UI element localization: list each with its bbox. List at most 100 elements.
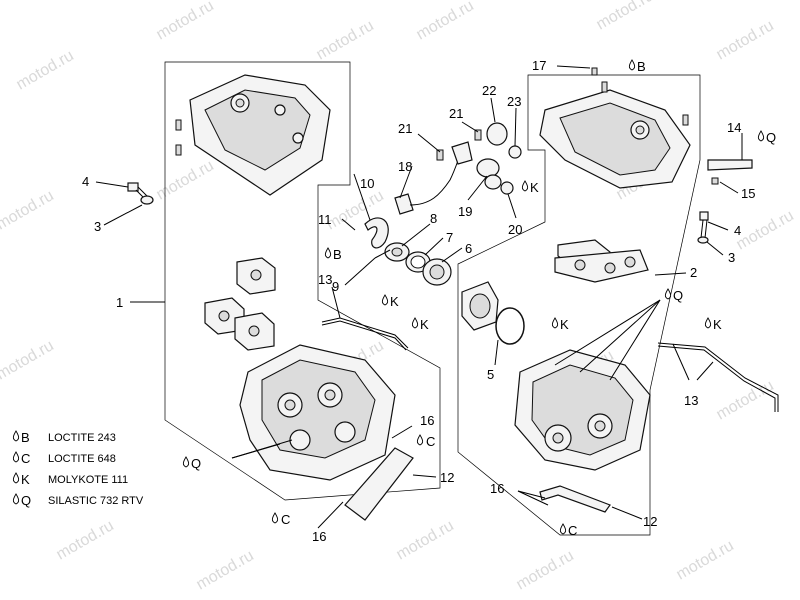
watermark: motod.ru	[154, 0, 217, 43]
marker-K-pipe-right: K	[704, 317, 722, 332]
marker-K-pin-9: K	[381, 294, 399, 309]
spacer-15	[711, 177, 719, 185]
callout: 5	[487, 367, 494, 382]
marker-K-seal-19: K	[521, 180, 539, 195]
svg-text:C: C	[568, 523, 577, 538]
callout-numbers: 4 3 1 10 18 21 21 22 23 19 20 11 8 7 6 1…	[82, 58, 755, 544]
svg-text:B: B	[21, 430, 30, 445]
svg-text:Q: Q	[673, 288, 683, 303]
marker-B-cover-17: B	[628, 59, 646, 74]
legend-item-C: C LOCTITE 648	[12, 451, 116, 466]
svg-text:K: K	[560, 317, 569, 332]
o-ring-inner	[410, 255, 426, 269]
cylinder-head-left	[239, 344, 396, 481]
bracket-14	[707, 159, 753, 171]
watermark: motod.ru	[714, 17, 777, 63]
flange-plate	[476, 158, 500, 178]
callout: 4	[82, 174, 89, 189]
watermark: motod.ru	[514, 547, 577, 593]
callout: 11	[318, 212, 332, 227]
svg-text:K: K	[21, 472, 30, 487]
svg-text:LOCTITE 648: LOCTITE 648	[48, 453, 116, 465]
bearing-race	[429, 264, 445, 280]
callout: 13	[684, 393, 698, 408]
callout: 9	[332, 279, 339, 294]
clamp	[364, 217, 389, 249]
callout: 16	[312, 529, 326, 544]
sealant-markers: B Q K B K K Q K	[182, 59, 776, 538]
marker-C-gasket-right: C	[559, 523, 577, 538]
svg-text:B: B	[637, 59, 646, 74]
watermark: motod.ru	[414, 0, 477, 43]
watermark: motod.ru	[154, 157, 217, 203]
screw-right	[699, 211, 709, 239]
screw-21	[436, 149, 444, 161]
cover-screw-right	[682, 114, 689, 126]
cover-screw-right	[601, 81, 608, 93]
oil-pipe-right	[657, 342, 779, 412]
sensor-cover	[461, 281, 499, 331]
cylinder-head-cover-left	[189, 74, 331, 196]
svg-text:Q: Q	[21, 493, 31, 508]
callout: 3	[94, 219, 101, 234]
svg-text:K: K	[713, 317, 722, 332]
cover-o-ring	[495, 307, 525, 345]
callout: 22	[482, 83, 496, 98]
callout: 4	[734, 223, 741, 238]
svg-text:K: K	[420, 317, 429, 332]
svg-text:SILASTIC 732 RTV: SILASTIC 732 RTV	[48, 495, 144, 507]
right-group-frame	[457, 74, 701, 536]
svg-text:C: C	[426, 434, 435, 449]
legend-item-Q: Q SILASTIC 732 RTV	[12, 493, 144, 508]
seal-ring	[484, 174, 502, 190]
marker-K-cover-5: K	[551, 317, 569, 332]
cylinder-head-right	[514, 349, 651, 471]
watermark: motod.ru	[674, 537, 737, 583]
pin	[374, 249, 391, 259]
marker-Q-head-left: Q	[182, 456, 201, 471]
marker-C-gasket-left-top: C	[416, 434, 435, 449]
cover-cap	[486, 122, 508, 146]
callout: 13	[318, 272, 332, 287]
callout: 16	[420, 413, 434, 428]
svg-text:C: C	[21, 451, 30, 466]
watermark: motod.ru	[714, 377, 777, 423]
callout: 16	[490, 481, 504, 496]
watermark: motod.ru	[14, 47, 77, 93]
sensor-with-cable	[394, 141, 473, 215]
o-ring-20	[500, 181, 514, 195]
washer-right	[697, 236, 709, 244]
svg-text:K: K	[530, 180, 539, 195]
callout: 12	[440, 470, 454, 485]
callout: 18	[398, 159, 412, 174]
marker-C-gasket-left-bottom: C	[271, 512, 290, 527]
leader-lines	[95, 65, 743, 529]
svg-text:Q: Q	[191, 456, 201, 471]
watermark: motod.ru	[0, 187, 57, 233]
legend-item-K: K MOLYKOTE 111	[12, 472, 128, 487]
marker-K-pipe-13: K	[411, 317, 429, 332]
cover-screw	[175, 144, 182, 156]
watermark: motod.ru	[54, 517, 117, 563]
marker-Q-bracket-14: Q	[757, 130, 776, 145]
callout: 20	[508, 222, 522, 237]
svg-text:Q: Q	[766, 130, 776, 145]
callout: 7	[446, 230, 453, 245]
watermark: motod.ru	[314, 17, 377, 63]
callout: 17	[532, 58, 546, 73]
camshaft-caps-right	[554, 239, 649, 283]
cylinder-head-cover-right	[539, 89, 691, 189]
oil-seal-bore	[391, 247, 403, 257]
svg-text:K: K	[390, 294, 399, 309]
callout: 21	[398, 121, 412, 136]
svg-text:MOLYKOTE 111: MOLYKOTE 111	[48, 474, 128, 486]
oil-pipe-center	[321, 317, 409, 349]
watermark: motod.ru	[734, 207, 797, 253]
cap-screw-17	[591, 67, 598, 76]
callout: 23	[507, 94, 521, 109]
small-o-ring	[508, 145, 522, 159]
marker-B-screw-11: B	[324, 247, 342, 262]
legend: B LOCTITE 243 C LOCTITE 648 K MOLYKOTE 1…	[12, 430, 144, 508]
washer-left	[140, 195, 154, 205]
